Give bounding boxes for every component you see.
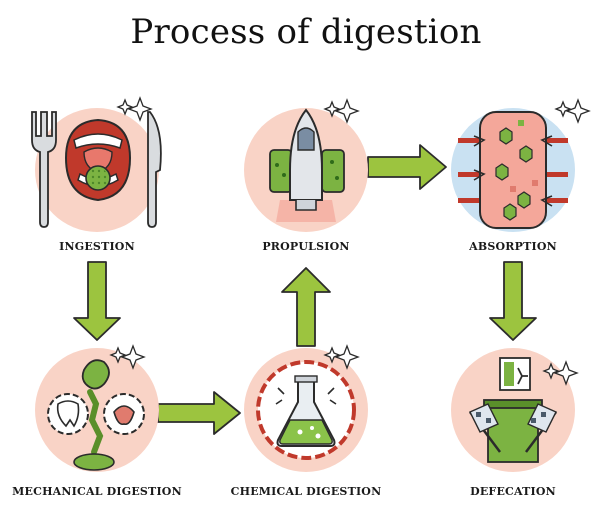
sparkle-icon (323, 344, 360, 370)
arrow-ingestion-to-mechanical (73, 261, 121, 341)
absorption-illustration (451, 98, 591, 232)
teeth-and-gears-icon (47, 359, 145, 471)
sparkle-icon (542, 360, 579, 386)
fork-icon (31, 111, 57, 228)
ingestion-illustration (31, 96, 162, 232)
diagram-title: Process of digestion (130, 12, 482, 52)
arrow-absorption-to-defecation (489, 261, 537, 341)
intestinal-wall-icon (458, 111, 568, 229)
exit-sign-icon (499, 357, 531, 391)
defecation-illustration (451, 348, 579, 472)
chemical-digestion-illustration (244, 344, 368, 472)
arrow-chemical-to-propulsion (281, 267, 331, 347)
sparkle-icon (554, 98, 591, 124)
propulsion-illustration (244, 98, 368, 232)
mouth-icon (64, 118, 132, 202)
arrow-mechanical-to-chemical (157, 391, 241, 435)
step-label-mechanical-digestion: MECHANICAL DIGESTION (12, 485, 182, 498)
step-label-defecation: DEFECATION (470, 485, 556, 498)
arrow-propulsion-to-absorption (367, 144, 447, 190)
flask-icon (256, 360, 356, 460)
mechanical-digestion-illustration (35, 344, 159, 472)
sparkle-icon (116, 96, 153, 122)
knife-icon (147, 111, 162, 228)
step-label-ingestion: INGESTION (59, 240, 135, 253)
rocket-icon (269, 108, 345, 222)
sparkle-icon (323, 98, 360, 124)
step-label-chemical-digestion: CHEMICAL DIGESTION (230, 485, 382, 498)
finish-flags-icon (469, 399, 557, 463)
step-label-propulsion: PROPULSION (262, 240, 350, 253)
step-label-absorption: ABSORPTION (469, 240, 557, 253)
sparkle-icon (109, 344, 146, 370)
